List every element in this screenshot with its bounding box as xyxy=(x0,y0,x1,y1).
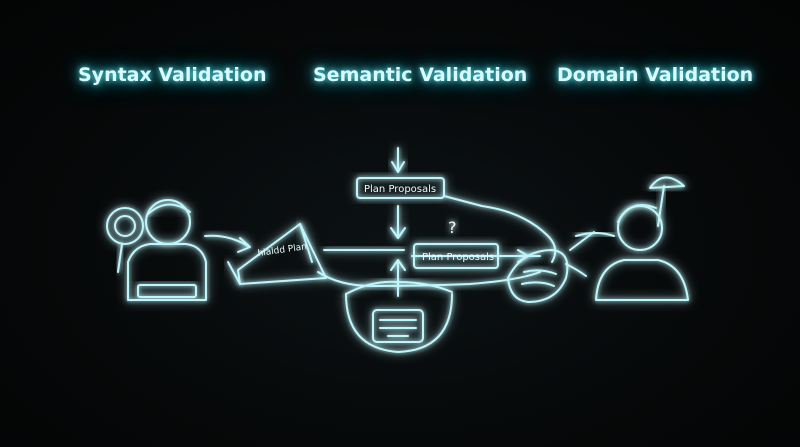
plan-proposals-middle-box xyxy=(413,243,499,269)
plan-proposals-top-label: Plan Proposals xyxy=(364,184,436,195)
plan-proposals-middle-label: Plan Proposals xyxy=(422,252,494,263)
feedback-loop xyxy=(443,195,557,263)
down-arrow-middle xyxy=(390,205,406,239)
magnifier-icon xyxy=(106,207,144,273)
arrow-to-plan xyxy=(204,234,251,253)
up-arrow-bottom xyxy=(390,259,406,297)
lower-flow-line xyxy=(317,271,541,287)
semantic-validation-title: Semantic Validation xyxy=(313,64,528,86)
keyboard-icon xyxy=(372,309,424,343)
draft-plan-label: hialdd Plan xyxy=(257,242,308,259)
domain-validation-title: Domain Validation xyxy=(557,64,754,86)
syntax-person-icon xyxy=(127,199,207,301)
down-arrow-top xyxy=(391,147,405,173)
domain-person-icon xyxy=(595,204,689,301)
syntax-validation-title: Syntax Validation xyxy=(78,64,267,86)
question-mark: ? xyxy=(448,218,457,237)
draft-plan-document-icon xyxy=(227,223,327,285)
flag-icon xyxy=(649,176,685,227)
plan-proposals-top-box xyxy=(356,177,445,199)
semantic-bowl-icon xyxy=(345,280,453,353)
arrow-to-domain xyxy=(575,232,615,237)
hand-icon xyxy=(507,231,595,303)
